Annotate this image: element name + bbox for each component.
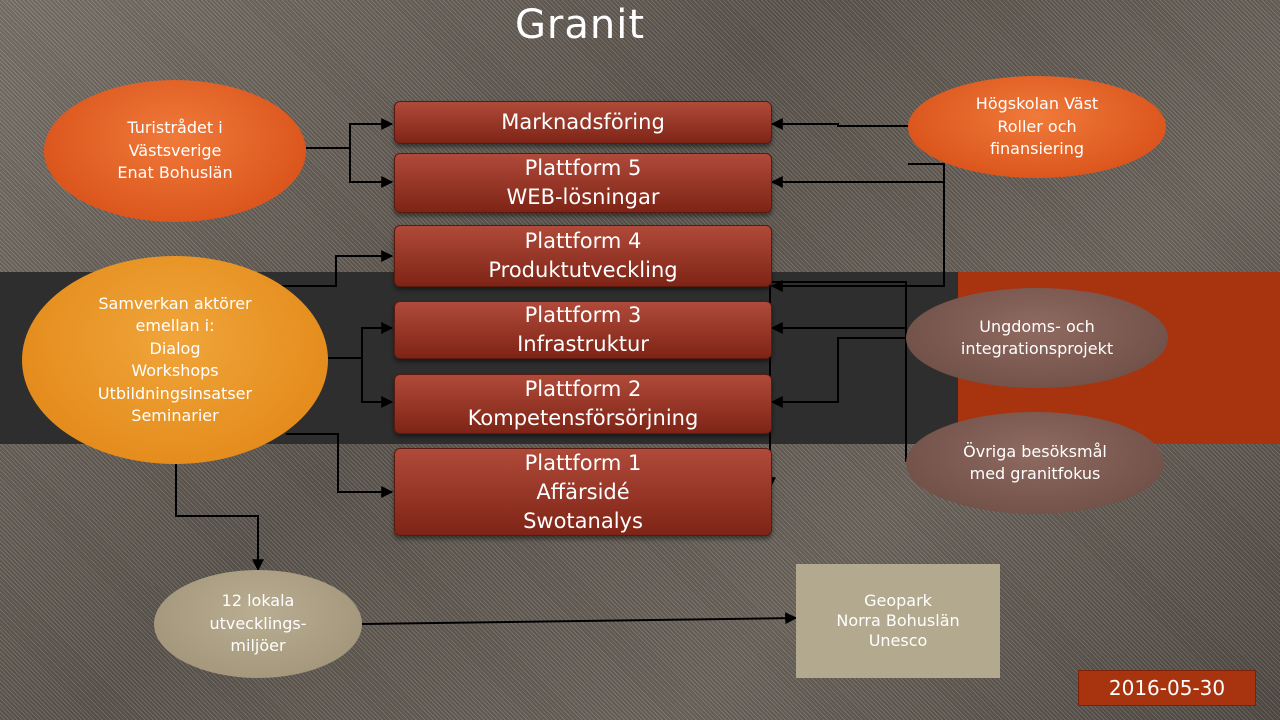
oval-line: Workshops xyxy=(131,361,219,380)
oval-line: med granitfokus xyxy=(969,464,1101,483)
oval-turistradet: Turistrådet i Västsverige Enat Bohuslän xyxy=(44,80,306,222)
oval-line: Seminarier xyxy=(131,406,219,425)
oval-line: Roller och xyxy=(997,116,1077,136)
geopark-line: Unesco xyxy=(868,631,928,650)
page-title: Granit xyxy=(514,2,646,48)
oval-line: Övriga besöksmål xyxy=(963,441,1107,461)
box-line: Affärsidé xyxy=(536,479,630,504)
oval-line: utvecklings- xyxy=(209,613,307,633)
geopark-line: Geopark xyxy=(864,591,932,610)
oval-line: Utbildningsinsatser xyxy=(97,383,253,403)
oval-line: Samverkan aktörer xyxy=(98,293,252,313)
box-line: Kompetensförsörjning xyxy=(467,406,699,430)
oval-line: miljöer xyxy=(230,636,286,656)
box-line: Infrastruktur xyxy=(517,332,649,356)
oval-ovriga-besoksmal: Övriga besöksmål med granitfokus xyxy=(906,412,1164,514)
geopark-line: Norra Bohuslän xyxy=(836,611,960,630)
oval-line: Turistrådet i xyxy=(127,118,223,138)
box-line: Plattform 5 xyxy=(524,156,642,180)
oval-line: integrationsprojekt xyxy=(960,339,1114,358)
oval-lokala-miljoer: 12 lokala utvecklings- miljöer xyxy=(154,570,362,678)
box-line: Produktutveckling xyxy=(488,258,678,282)
box-line: Swotanalys xyxy=(523,508,643,533)
box-plattform-4: Plattform 4 Produktutveckling xyxy=(394,225,772,287)
box-line: Plattform 1 xyxy=(524,450,642,475)
oval-line: emellan i: xyxy=(135,316,215,335)
oval-samverkan: Samverkan aktörer emellan i: Dialog Work… xyxy=(22,256,328,464)
oval-line: 12 lokala xyxy=(221,591,295,611)
oval-line: Högskolan Väst xyxy=(975,94,1099,114)
oval-ungdoms-projekt: Ungdoms- och integrationsprojekt xyxy=(906,288,1168,388)
oval-hogskolan: Högskolan Väst Roller och finansiering xyxy=(908,76,1166,178)
box-line: Plattform 4 xyxy=(524,229,642,253)
oval-line: finansiering xyxy=(989,139,1085,159)
box-plattform-5: Plattform 5 WEB-lösningar xyxy=(394,153,772,213)
box-geopark: Geopark Norra Bohuslän Unesco xyxy=(796,564,1000,678)
box-marknadsforing: Marknadsföring xyxy=(394,101,772,144)
box-plattform-3: Plattform 3 Infrastruktur xyxy=(394,301,772,359)
date-label: 2016-05-30 xyxy=(1078,670,1256,706)
box-line: Marknadsföring xyxy=(501,110,665,134)
box-line: WEB-lösningar xyxy=(506,185,660,209)
oval-line: Västsverige xyxy=(128,140,222,160)
box-plattform-1: Plattform 1 Affärsidé Swotanalys xyxy=(394,448,772,536)
oval-line: Enat Bohuslän xyxy=(117,163,233,183)
box-line: Plattform 2 xyxy=(524,377,642,401)
oval-line: Dialog xyxy=(149,338,201,358)
box-plattform-2: Plattform 2 Kompetensförsörjning xyxy=(394,374,772,434)
box-line: Plattform 3 xyxy=(524,303,642,327)
oval-line: Ungdoms- och xyxy=(979,316,1095,336)
